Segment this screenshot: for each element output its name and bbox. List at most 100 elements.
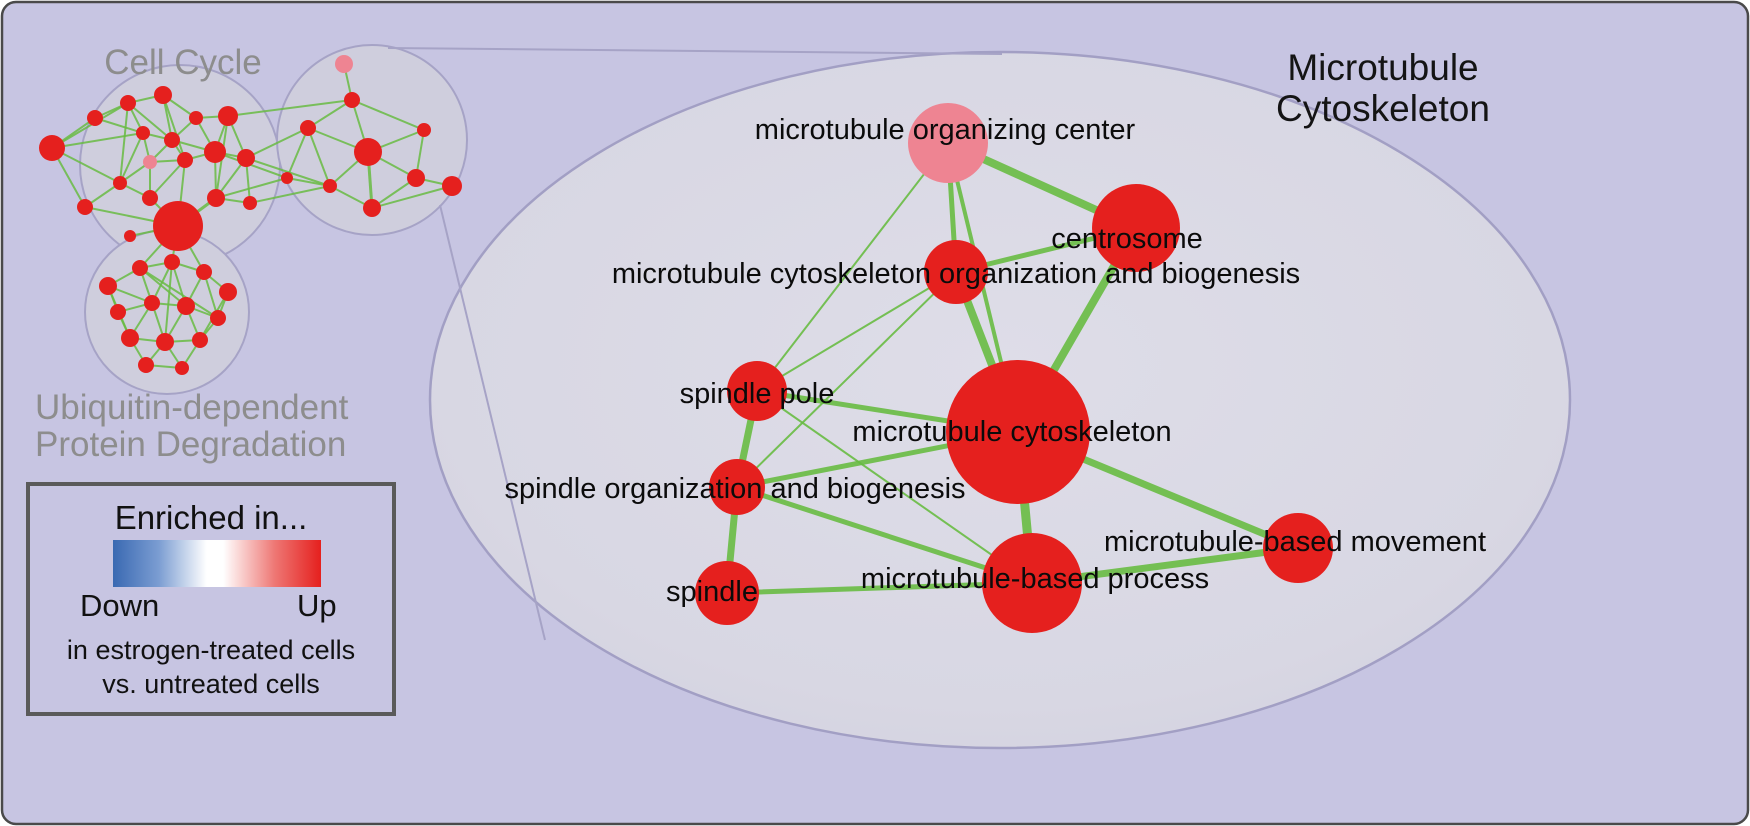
detail-node-mtproc[interactable] (982, 533, 1082, 633)
overview-node-24[interactable] (323, 179, 337, 193)
overview-node-6[interactable] (136, 126, 150, 140)
magnifier-line-top (387, 47, 1003, 55)
cluster-label-ubiquitin-line2: Protein Degradation (35, 425, 346, 464)
overview-edge (127, 102, 173, 141)
overview-node-28[interactable] (417, 123, 431, 137)
overview-node-41[interactable] (138, 357, 154, 373)
overview-node-32[interactable] (196, 264, 212, 280)
legend-caption-line1: in estrogen-treated cells (67, 635, 355, 665)
overview-node-15[interactable] (153, 201, 203, 251)
overview-node-4[interactable] (189, 111, 203, 125)
overview-edge (119, 132, 144, 184)
overview-node-5[interactable] (218, 106, 238, 126)
overview-node-37[interactable] (210, 310, 226, 326)
detail-labels: microtubule organizing centercentrosomem… (504, 114, 1486, 608)
detail-node-spindle_org[interactable] (709, 459, 765, 515)
detail-node-mtmove[interactable] (1263, 513, 1333, 583)
detail-title-line2: Cytoskeleton (1276, 88, 1490, 129)
detail-node-centrosome[interactable] (1092, 184, 1180, 272)
overview-node-40[interactable] (192, 332, 208, 348)
legend-down-label: Down (80, 588, 159, 623)
overview-edge (215, 177, 288, 199)
overview-node-20[interactable] (335, 55, 353, 73)
detail-node-label-centrosome: centrosome (1051, 223, 1203, 255)
overview-edge (119, 102, 129, 184)
overview-node-22[interactable] (300, 120, 316, 136)
overview-node-3[interactable] (154, 86, 172, 104)
overview-node-27[interactable] (442, 176, 462, 196)
overview-node-35[interactable] (144, 295, 160, 311)
overview-node-21[interactable] (344, 92, 360, 108)
overview-node-29[interactable] (99, 277, 117, 295)
overview-node-42[interactable] (175, 361, 189, 375)
overview-node-30[interactable] (132, 260, 148, 276)
overview-node-1[interactable] (87, 110, 103, 126)
overview-node-14[interactable] (142, 190, 158, 206)
detail-node-spindle_pole[interactable] (727, 361, 787, 421)
legend-box (26, 482, 396, 716)
overview-node-36[interactable] (177, 297, 195, 315)
overview-edge (94, 117, 144, 134)
legend-caption-line2: vs. untreated cells (102, 669, 320, 699)
overview-edge (245, 157, 331, 187)
overview-node-13[interactable] (77, 199, 93, 215)
detail-node-label-mtorg: microtubule cytoskeleton organization an… (612, 258, 1300, 290)
overview-node-31[interactable] (164, 254, 180, 270)
detail-edge-spindle_org-mtproc (734, 484, 1035, 586)
overview-node-19[interactable] (281, 172, 293, 184)
legend-gradient-bar (113, 540, 321, 587)
detail-title-line1: Microtubule (1287, 47, 1478, 88)
overview-edge (249, 185, 331, 204)
overview-node-16[interactable] (207, 189, 225, 207)
overview-node-9[interactable] (177, 152, 193, 168)
legend: Enriched in... Down Up in estrogen-treat… (26, 482, 396, 716)
overview-node-12[interactable] (113, 176, 127, 190)
overview-node-0[interactable] (39, 135, 65, 161)
detail-node-label-spindle_pole: spindle pole (680, 378, 835, 410)
overview-edge (371, 185, 453, 209)
overview-node-10[interactable] (204, 141, 226, 163)
overview-edge (286, 127, 309, 179)
overview-edge (286, 177, 331, 187)
overview-edge (351, 99, 425, 131)
magnifier-line-bottom (439, 204, 546, 641)
overview-edge (203, 271, 219, 319)
detail-node-label-spindle_org: spindle organization and biogenesis (504, 473, 965, 505)
overview-edge (139, 267, 187, 307)
overview-node-18[interactable] (124, 230, 136, 242)
overview-edge (227, 99, 353, 117)
detail-nodes (695, 103, 1333, 633)
detail-edge-spindle-mtproc (724, 580, 1035, 596)
cluster-label-ubiquitin-line1: Ubiquitin-dependent (35, 388, 349, 427)
overview-network (39, 55, 462, 375)
overview-node-26[interactable] (407, 169, 425, 187)
cluster-label-cell-cycle: Cell Cycle (104, 43, 262, 82)
legend-up-label: Up (297, 588, 337, 623)
overview-node-8[interactable] (143, 155, 157, 169)
overview-node-2[interactable] (120, 95, 136, 111)
overview-node-38[interactable] (121, 329, 139, 347)
overview-edge (307, 99, 353, 129)
overview-node-33[interactable] (219, 283, 237, 301)
overview-node-23[interactable] (354, 138, 382, 166)
overview-edge (162, 94, 186, 161)
overview-node-34[interactable] (110, 304, 126, 320)
detail-node-spindle[interactable] (695, 561, 759, 625)
overview-node-7[interactable] (164, 132, 180, 148)
overview-node-17[interactable] (243, 196, 257, 210)
detail-node-mtorg[interactable] (924, 240, 988, 304)
overview-edge (164, 261, 173, 343)
overview-node-25[interactable] (363, 199, 381, 217)
overview-edge (149, 159, 186, 199)
detail-edge-mtorg-spindle_pole (756, 271, 957, 392)
detail-node-mtcyto[interactable] (946, 360, 1090, 504)
detail-edge-spindle_pole-mtproc (756, 390, 1033, 584)
detail-node-moc[interactable] (908, 103, 988, 183)
detail-node-label-spindle: spindle (666, 576, 758, 608)
overview-node-11[interactable] (237, 149, 255, 167)
overview-node-39[interactable] (156, 333, 174, 351)
legend-title: Enriched in... (115, 499, 308, 536)
detail-node-label-mtcyto: microtubule cytoskeleton (852, 416, 1171, 448)
detail-edge-mtorg-spindle_org (736, 271, 957, 488)
